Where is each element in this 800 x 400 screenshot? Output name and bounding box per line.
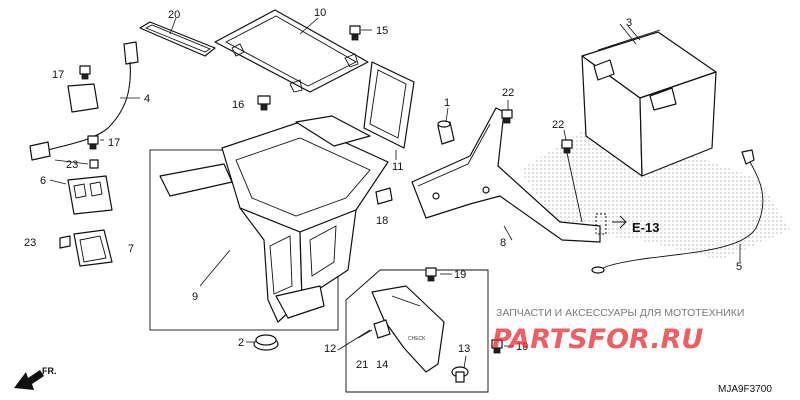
part-2-grommet (246, 334, 279, 351)
callout-18: 18 (376, 215, 388, 227)
callout-22a: 22 (502, 87, 514, 99)
diagram-code: MJA9F3700 (718, 384, 772, 395)
callout-3: 3 (626, 17, 632, 29)
callout-19a: 19 (454, 269, 466, 281)
callout-19b: 19 (516, 341, 528, 353)
callout-23b: 23 (24, 237, 36, 249)
part-17-bolt-a (79, 65, 91, 80)
watermark-caption: ЗАПЧАСТИ И АКСЕССУАРЫ ДЛЯ МОТОТЕХНИКИ (496, 307, 744, 319)
part-3-battery (581, 25, 717, 177)
watermark: ЗАПЧАСТИ И АКСЕССУАРЫ ДЛЯ МОТОТЕХНИКИ PA… (492, 307, 744, 355)
part-4-harness (29, 41, 140, 161)
part-22-bolt-b (561, 139, 583, 223)
callout-17b: 17 (108, 137, 120, 149)
callout-6: 6 (40, 175, 46, 187)
leader-lines (54, 23, 637, 369)
callout-20: 20 (168, 9, 180, 21)
callout-12: 12 (324, 343, 336, 355)
part-21-pin (357, 329, 373, 339)
part-19-bolt-b (491, 339, 503, 354)
callout-14: 14 (376, 359, 388, 371)
part-15-bolt (349, 25, 372, 41)
part-5-cable (591, 149, 764, 274)
callout-17a: 17 (52, 69, 64, 81)
part-6-relay (49, 159, 113, 215)
part-16-bolt (257, 95, 271, 111)
e13-reference: E-13 (595, 213, 659, 235)
part-1-sleeve (437, 120, 455, 145)
part-13-bolt (451, 366, 469, 383)
callout-10: 10 (314, 7, 326, 19)
front-arrow: FR. (14, 366, 57, 390)
watermark-logo: PARTSFOR.RU (492, 324, 703, 355)
part-18-clip (375, 187, 393, 205)
callout-7: 7 (128, 243, 134, 255)
part-9-battery-box (149, 115, 389, 331)
part-11-pad (363, 61, 415, 160)
callout-9: 9 (192, 291, 198, 303)
part-8-bracket (411, 107, 601, 243)
callout-16: 16 (232, 99, 244, 111)
callout-2: 2 (238, 337, 244, 349)
ref-label-e13: E-13 (632, 220, 659, 235)
callout-22b: 22 (552, 119, 564, 131)
part-22-bolt-a (501, 109, 513, 124)
part-19-bolt-a (425, 267, 437, 282)
front-label: FR. (42, 366, 57, 376)
part-20-band (139, 17, 216, 57)
callout-11: 11 (392, 161, 403, 173)
callout-numbers: 1 2 3 4 5 6 7 8 9 10 11 12 13 14 15 16 1… (24, 7, 742, 371)
callout-23a: 23 (66, 159, 78, 171)
callout-15: 15 (376, 25, 388, 37)
callout-1: 1 (444, 97, 450, 109)
callout-13: 13 (458, 343, 470, 355)
callout-21: 21 (356, 359, 368, 371)
part-10-cover (214, 9, 369, 93)
callout-5: 5 (736, 261, 742, 273)
part-17-bolt-b (87, 135, 99, 150)
callout-4: 4 (144, 93, 150, 105)
part-14-collar (373, 319, 391, 339)
part-7-relay-cover (59, 229, 113, 267)
callout-8: 8 (500, 237, 506, 249)
cover-stamp: CHECK (408, 336, 426, 342)
